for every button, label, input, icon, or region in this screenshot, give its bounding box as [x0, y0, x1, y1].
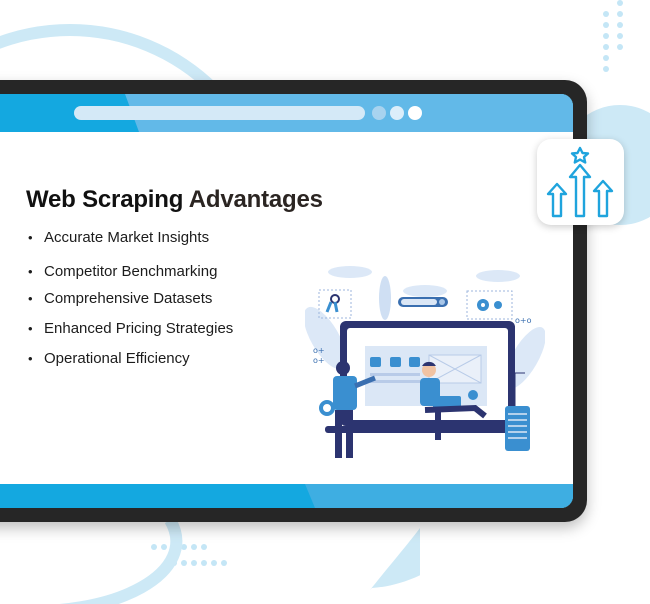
browser-bottombar	[0, 484, 573, 508]
window-button-3[interactable]	[408, 106, 422, 120]
window-button-2[interactable]	[390, 106, 404, 120]
decorative-dots-top	[603, 0, 623, 72]
list-item: •Enhanced Pricing Strategies	[28, 320, 234, 337]
developers-web-scraping-illustration: o+ o+ o+o	[303, 258, 546, 473]
screen	[0, 94, 573, 508]
list-item: •Competitor Benchmarking	[28, 263, 218, 280]
list-item: •Accurate Market Insights	[28, 229, 210, 246]
slide-title: Web Scraping Advantages	[26, 186, 323, 213]
tablet-frame	[0, 80, 587, 522]
browser-topbar	[0, 94, 573, 132]
list-item: •Operational Efficiency	[28, 350, 190, 367]
window-button-1[interactable]	[372, 106, 386, 120]
background-curve-bottom	[59, 516, 420, 604]
svg-text:o+o: o+o	[515, 316, 532, 325]
growth-badge	[537, 139, 624, 225]
address-bar[interactable]	[74, 106, 365, 120]
svg-text:o+: o+	[313, 346, 325, 355]
svg-text:o+: o+	[313, 356, 325, 365]
growth-arrows-star-icon	[546, 146, 614, 218]
list-item: •Comprehensive Datasets	[28, 290, 213, 307]
